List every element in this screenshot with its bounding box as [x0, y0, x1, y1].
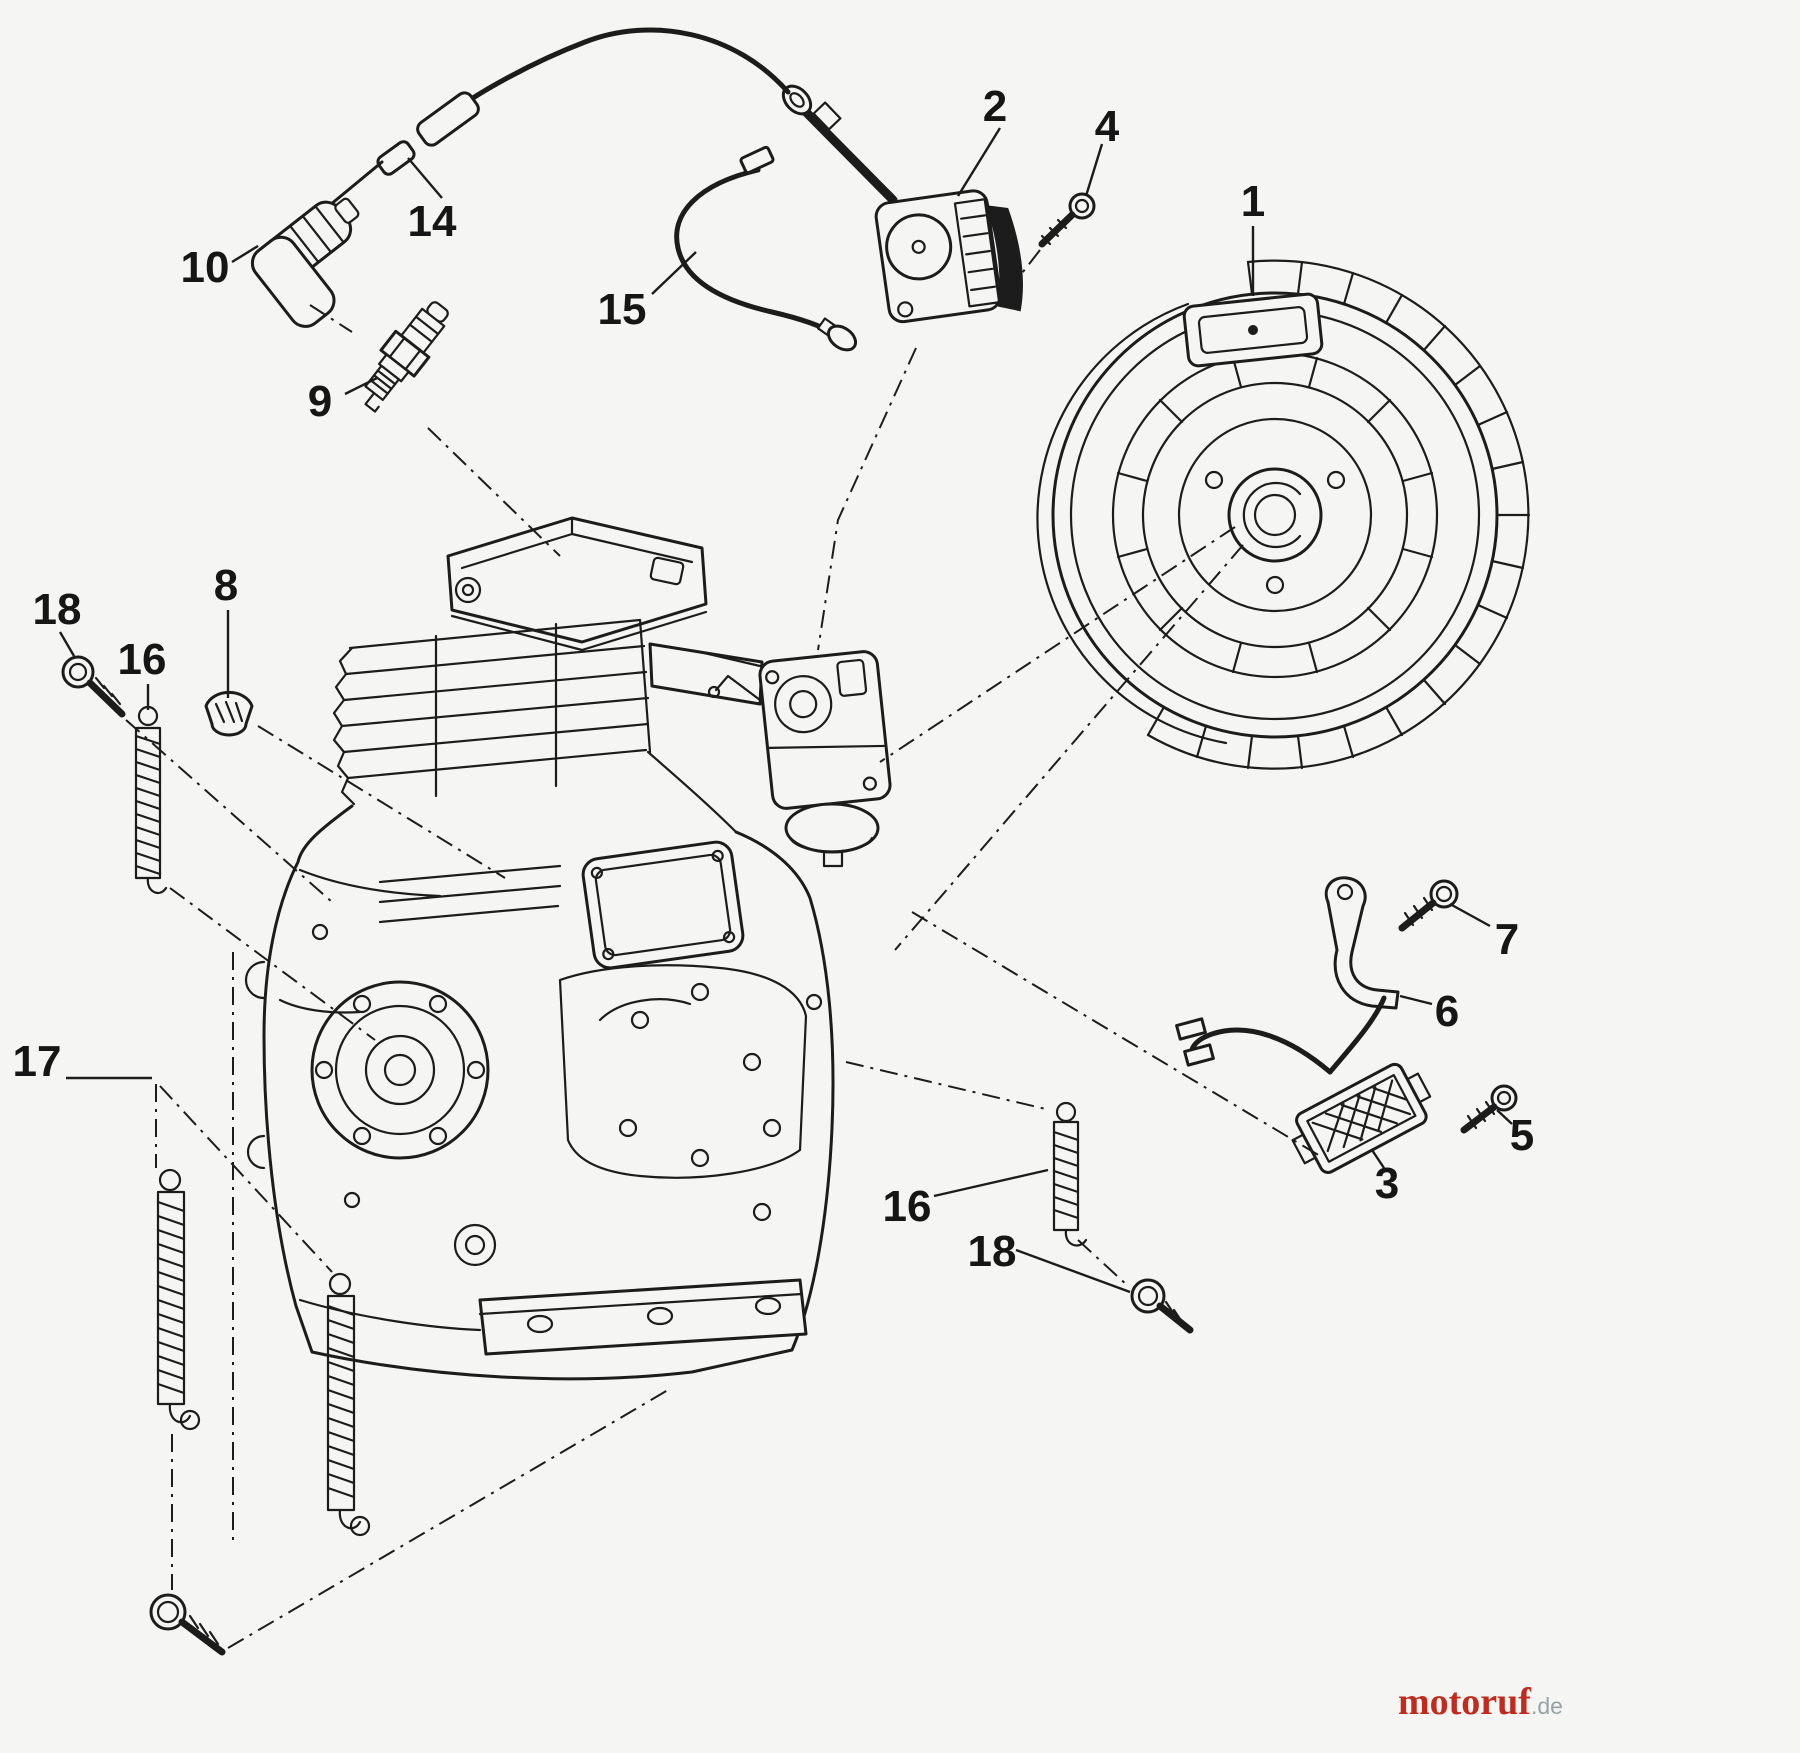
callout-stop-bracket: 6	[1434, 987, 1460, 1036]
coil-bolt-drawing	[1038, 192, 1096, 248]
callout-grommet: 8	[213, 561, 239, 610]
stop-switch-bracket-drawing	[1324, 876, 1400, 1010]
watermark: motoruf.de	[1398, 1680, 1563, 1724]
spring-set-drawing	[149, 1168, 371, 1656]
callout-ignition-coil: 2	[982, 82, 1008, 131]
ignition-coil-drawing	[781, 84, 1023, 324]
callout-spark-plug-cap: 10	[180, 243, 230, 292]
lead-wire-drawing	[674, 145, 858, 352]
callout-spring-lower-right: 16	[882, 1182, 932, 1231]
flywheel-drawing	[1036, 259, 1531, 770]
callout-bracket-bolt: 7	[1494, 915, 1520, 964]
bolt-lower-right-drawing	[1130, 1278, 1194, 1334]
callout-lead-wire: 15	[597, 285, 647, 334]
callout-coil-bolt: 4	[1094, 102, 1120, 151]
callout-flywheel: 1	[1240, 177, 1266, 226]
watermark-brand: motoruf	[1398, 1681, 1531, 1723]
assembly-centerlines	[125, 249, 1321, 1649]
callout-bolt-upper-left: 18	[32, 585, 82, 634]
spark-plug-drawing	[364, 301, 449, 413]
spark-plug-cap-drawing	[250, 197, 360, 328]
grommet-drawing	[204, 690, 254, 737]
callout-bolt-lower-right: 18	[967, 1227, 1017, 1276]
watermark-tld: .de	[1530, 1693, 1563, 1719]
spring-lower-right-drawing	[1052, 1101, 1088, 1247]
engine-block-drawing	[244, 516, 892, 1381]
ht-cable-drawing	[328, 27, 791, 207]
module-wire-drawing	[1175, 995, 1387, 1075]
callout-ignition-module: 3	[1374, 1159, 1400, 1208]
ignition-module-drawing	[1291, 1062, 1432, 1174]
callout-spring-upper-left: 16	[117, 635, 167, 684]
callout-module-bolt: 5	[1509, 1111, 1535, 1160]
callout-cable-fitting: 14	[407, 197, 457, 246]
spring-upper-left-drawing	[134, 705, 168, 895]
bolt-upper-left-drawing	[61, 655, 126, 718]
callout-spark-plug: 9	[307, 377, 333, 426]
callout-spring-set: 17	[12, 1037, 62, 1086]
module-bolt-drawing	[1460, 1084, 1518, 1134]
bracket-bolt-drawing	[1398, 879, 1459, 932]
callout-leader-lines	[58, 127, 1513, 1294]
